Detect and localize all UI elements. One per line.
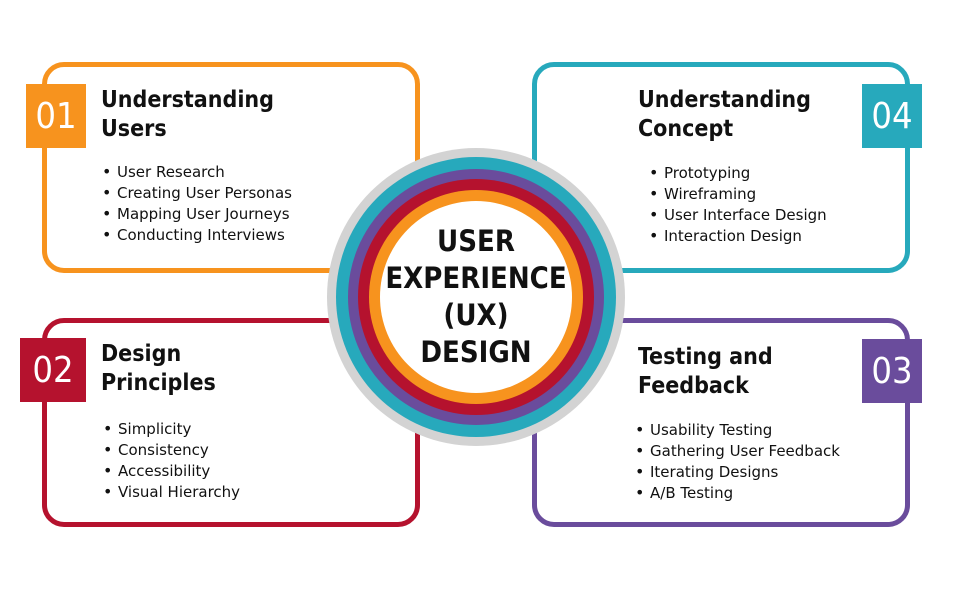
section-list-understanding-users: User Research Creating User Personas Map… — [102, 161, 292, 245]
list-item: Simplicity — [103, 418, 240, 439]
list-item: Prototyping — [649, 162, 827, 183]
list-item: Mapping User Journeys — [102, 203, 292, 224]
section-number-badge-01: 01 — [26, 84, 86, 148]
center-disc — [380, 201, 572, 393]
list-item: Visual Hierarchy — [103, 481, 240, 502]
center-title: USER EXPERIENCE (UX) DESIGN — [385, 224, 567, 369]
section-number-badge-02: 02 — [20, 338, 86, 402]
center-circle: USER EXPERIENCE (UX) DESIGN — [326, 147, 626, 447]
section-number-badge-03: 03 — [862, 339, 922, 403]
list-item: A/B Testing — [635, 482, 840, 503]
list-item: Iterating Designs — [635, 461, 840, 482]
list-item: Accessibility — [103, 460, 240, 481]
list-item: Interaction Design — [649, 225, 827, 246]
section-number-badge-04: 04 — [862, 84, 922, 148]
list-item: Creating User Personas — [102, 182, 292, 203]
section-list-design-principles: Simplicity Consistency Accessibility Vis… — [103, 418, 240, 502]
section-list-testing-feedback: Usability Testing Gathering User Feedbac… — [635, 419, 840, 503]
list-item: Consistency — [103, 439, 240, 460]
list-item: Conducting Interviews — [102, 224, 292, 245]
concentric-rings — [327, 148, 625, 446]
list-item: User Research — [102, 161, 292, 182]
list-item: Gathering User Feedback — [635, 440, 840, 461]
list-item: Wireframing — [649, 183, 827, 204]
list-item: User Interface Design — [649, 204, 827, 225]
list-item: Usability Testing — [635, 419, 840, 440]
section-list-understanding-concept: Prototyping Wireframing User Interface D… — [649, 162, 827, 246]
